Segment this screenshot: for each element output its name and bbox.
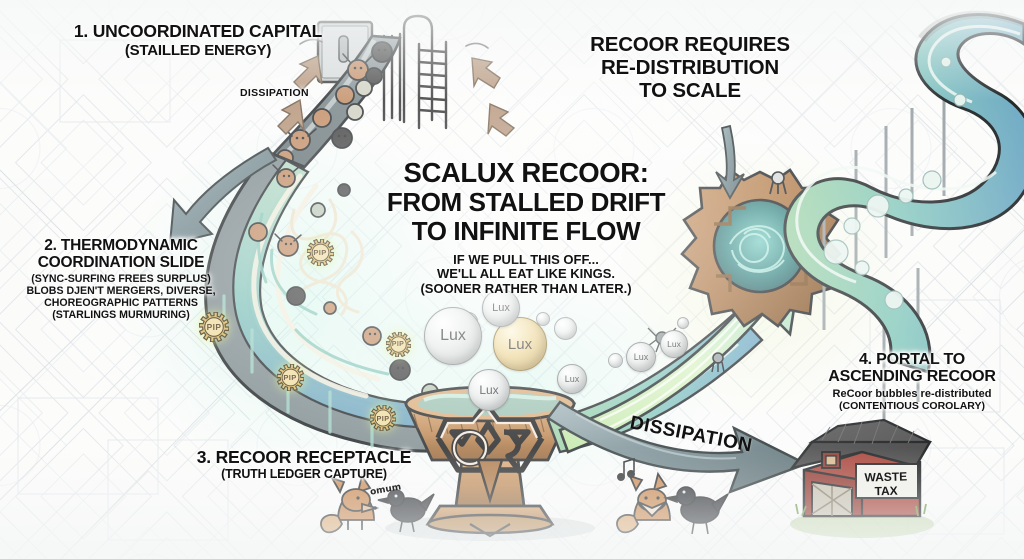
pip-label: PIP [376, 413, 390, 423]
step-3-heading: 3. RECOOR RECEPTACLE [196, 447, 412, 467]
step-4-sub1: ReCoor bubbles re-distributed [832, 387, 992, 400]
title-sub2: WE'LL ALL EAT LIKE KINGS. [436, 266, 616, 282]
header-right: RECOOR REQUIRES RE-DISTRIBUTION TO SCALE [566, 34, 814, 101]
step-2-sub3: CHOREOGRAPHIC PATTERNS [44, 296, 198, 309]
step-4-sub2: (CONTENTIOUS COROLARY) [838, 400, 986, 413]
step-2-sub1: (SYNC-SURFING FREES SURPLUS) [31, 272, 211, 285]
step-2-heading-line2: COORDINATION SLIDE [37, 253, 205, 271]
header-right-line3: TO SCALE [639, 79, 741, 103]
step-4-heading-line2: ASCENDING RECOOR [828, 368, 996, 386]
pip-label: PIP [313, 247, 327, 257]
waste-tax-sign: WASTE TAX [855, 469, 918, 499]
pip-label: PIP [206, 322, 222, 332]
step-2-label: 2. THERMODYNAMIC COORDINATION SLIDE (SYN… [8, 238, 234, 321]
title-line2: FROM STALLED DRIFT [386, 187, 666, 218]
title-sub3: (SOONER RATHER THAN LATER.) [420, 280, 632, 296]
dissipation-top-label: DISSIPATION [240, 87, 309, 99]
step-3-label: 3. RECOOR RECEPTACLE (TRUTH LEDGER CAPTU… [170, 448, 438, 481]
pip-token: PIP [385, 331, 411, 357]
step-3-subheading: (TRUTH LEDGER CAPTURE) [221, 467, 387, 482]
step-1-label: 1. UNCOORDINATED CAPITAL (STAILLED ENERG… [48, 22, 348, 58]
title-sub1: IF WE PULL THIS OFF... [453, 251, 599, 267]
lux-bubble: Lux [468, 369, 510, 411]
step-1-heading: 1. UNCOORDINATED CAPITAL [73, 21, 323, 41]
step-4-label: 4. PORTAL TO ASCENDING RECOOR ReCoor bub… [806, 351, 1018, 413]
pip-token: PIP [370, 405, 396, 431]
step-2-sub4: (STARLINGS MURMURING) [52, 308, 190, 321]
title-line3: TO INFINITE FLOW [411, 216, 641, 247]
waste-tax-line2: TAX [874, 483, 898, 499]
step-2-heading-line1: 2. THERMODYNAMIC [44, 237, 198, 254]
plain-bubble [677, 317, 689, 329]
lux-bubble: Lux [660, 330, 688, 358]
lux-bubble: Lux [626, 342, 656, 372]
lux-bubble: Lux [557, 364, 587, 394]
title-line1: SCALUX RECOOR: [403, 157, 649, 188]
pip-label: PIP [391, 340, 405, 348]
plain-bubble [607, 352, 623, 368]
step-4-heading-line1: 4. PORTAL TO [858, 351, 966, 368]
lux-bubble: Lux [424, 307, 482, 365]
main-title: SCALUX RECOOR: FROM STALLED DRIFT TO INF… [372, 157, 680, 296]
pip-label: PIP [283, 372, 297, 382]
step-1-subheading: (STAILLED ENERGY) [124, 42, 272, 60]
pip-token: PIP [306, 238, 334, 266]
header-right-line1: RECOOR REQUIRES [590, 33, 790, 56]
header-right-line2: RE-DISTRIBUTION [600, 56, 780, 80]
pip-token: PIP [276, 363, 304, 391]
step-2-sub2: BLOBS DJEN'T MERGERS, DIVERSE, [26, 284, 216, 297]
plain-bubble [553, 316, 577, 340]
